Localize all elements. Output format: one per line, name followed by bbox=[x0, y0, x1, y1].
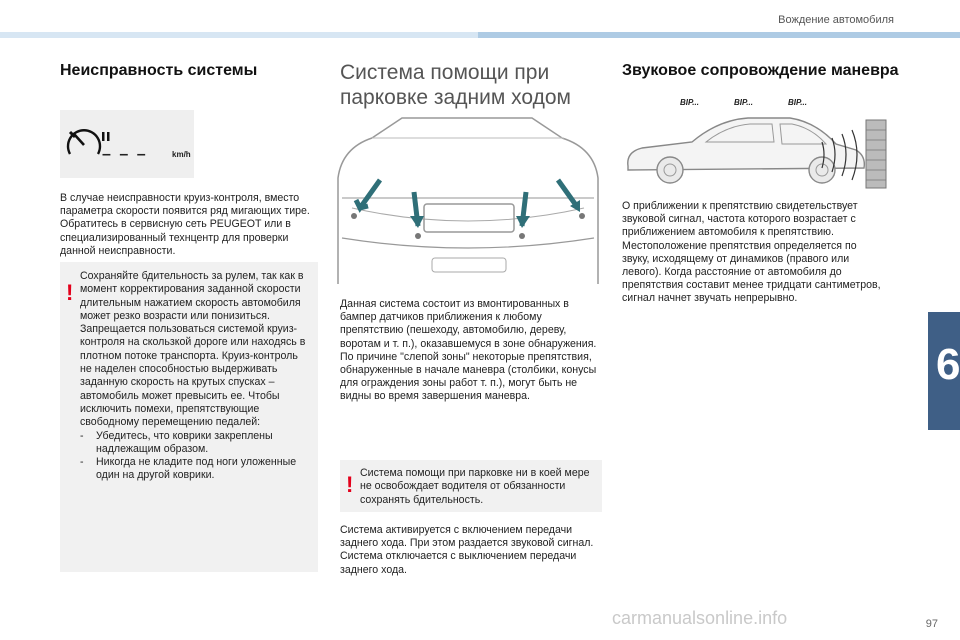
beep-label: BIP... bbox=[734, 98, 753, 107]
section-title-sound-guidance: Звуковое сопровождение маневра bbox=[622, 62, 899, 79]
parking-warning-text: Система помощи при парковке ни в коей ме… bbox=[360, 467, 590, 506]
beep-label: BIP... bbox=[788, 98, 807, 107]
cruise-warning-list: Убедитесь, что коврики закреплены надлеж… bbox=[80, 430, 310, 483]
page-number: 97 bbox=[925, 618, 938, 630]
warning-icon: ! bbox=[346, 472, 354, 497]
parking-assist-paragraph: Данная система состоит из вмонтированных… bbox=[340, 298, 597, 403]
section-title-malfunction: Неисправность системы bbox=[60, 62, 258, 79]
watermark: carmanualsonline.info bbox=[612, 608, 788, 628]
list-item: Убедитесь, что коврики закреплены надлеж… bbox=[80, 430, 310, 457]
car-side-icon bbox=[627, 117, 887, 189]
cruise-warning-body: Сохраняйте бдительность за рулем, так ка… bbox=[80, 270, 306, 429]
section-header: Вождение автомобиля bbox=[778, 14, 894, 26]
speedometer-icon bbox=[66, 129, 110, 155]
parking-warning-box: ! Система помощи при парковке ни в коей … bbox=[340, 460, 602, 512]
header-bar-dark bbox=[478, 32, 960, 38]
rear-bumper-sensors-illustration bbox=[337, 117, 599, 284]
list-item: Никогда не кладите под ноги уложенные од… bbox=[80, 456, 310, 483]
sound-guidance-paragraph: О приближении к препятствию свидетельств… bbox=[622, 200, 881, 305]
section-title-parking-assist: Система помощи при парковке задним ходом bbox=[340, 61, 571, 109]
car-sound-illustration: BIP... BIP... BIP... bbox=[622, 96, 890, 192]
cruise-warning-text: Сохраняйте бдительность за рулем, так ка… bbox=[80, 270, 310, 483]
beep-label: BIP... bbox=[680, 98, 699, 107]
malfunction-paragraph: В случае неисправности круиз-контроля, в… bbox=[60, 192, 310, 257]
cruise-warning-box: ! Сохраняйте бдительность за рулем, так … bbox=[60, 262, 318, 572]
speed-unit: km/h bbox=[172, 150, 191, 159]
cruise-control-display: – – – km/h bbox=[60, 110, 194, 178]
chapter-number: 6 bbox=[936, 340, 960, 389]
blinking-dashes: – – – bbox=[102, 146, 148, 163]
warning-icon: ! bbox=[66, 280, 74, 305]
header-bar-light bbox=[0, 32, 478, 38]
activation-paragraph: Система активируется с включением переда… bbox=[340, 524, 594, 576]
chapter-tab: 6 bbox=[928, 312, 960, 430]
